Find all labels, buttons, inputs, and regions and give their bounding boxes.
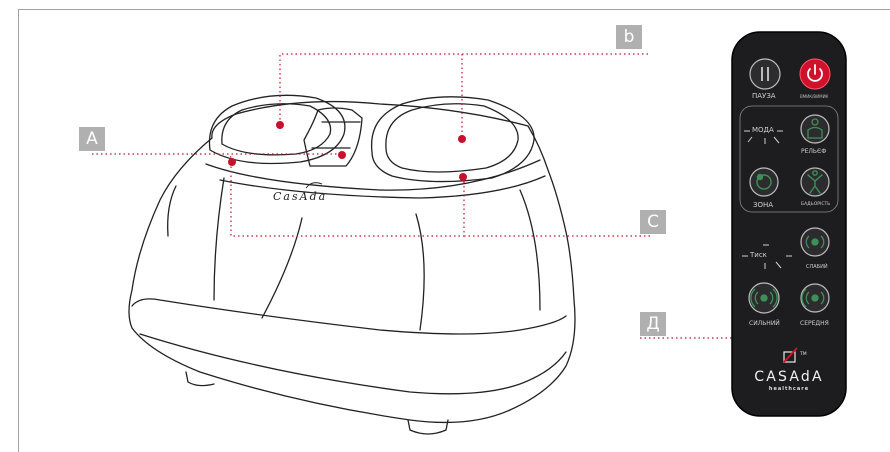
remote-brand-sub: healthcare bbox=[769, 386, 809, 392]
left-foot-well-outer bbox=[208, 94, 346, 165]
massager-top-surface-2 bbox=[219, 175, 546, 199]
pressure-label: Тиск bbox=[750, 251, 767, 259]
remote-tm: TM bbox=[799, 351, 807, 357]
callout-label-b: b bbox=[616, 25, 642, 49]
relief-icon bbox=[807, 118, 823, 139]
callout-line-b bbox=[279, 53, 648, 138]
callout-label-c: C bbox=[640, 210, 666, 234]
massager-front-panel bbox=[131, 298, 567, 335]
massager-groove-2 bbox=[261, 217, 303, 319]
pause-button[interactable] bbox=[749, 58, 781, 90]
moda-label: МОДА bbox=[752, 126, 774, 134]
zone-icon bbox=[756, 173, 772, 190]
callout-label-d: Д bbox=[640, 312, 666, 336]
foot-massager bbox=[128, 94, 576, 435]
massager-groove-4 bbox=[519, 189, 541, 311]
massager-groove-1 bbox=[213, 177, 225, 301]
massager-foot-right bbox=[407, 419, 449, 435]
callout-dots bbox=[228, 121, 770, 342]
massager-body bbox=[128, 125, 576, 424]
massager-bottom-edge bbox=[139, 333, 567, 395]
callout-dot-b-left bbox=[276, 121, 284, 129]
pause-label: ПАУЗА bbox=[752, 92, 776, 100]
callout-dot-a-left bbox=[228, 158, 236, 166]
massager-groove-5 bbox=[167, 185, 177, 237]
remote-body bbox=[731, 31, 847, 417]
massager-groove-3 bbox=[415, 213, 425, 331]
remote-brand: CASAdA bbox=[754, 369, 824, 385]
zone-button[interactable] bbox=[749, 167, 779, 197]
weak-icon bbox=[805, 235, 825, 249]
strong-icon bbox=[750, 288, 778, 308]
callout-label-a: A bbox=[79, 127, 105, 151]
massager-top-rim bbox=[211, 100, 529, 139]
zone-label: ЗОНА bbox=[753, 201, 774, 209]
vigor-label: БАДЬОРІСТЬ bbox=[801, 202, 831, 207]
power-icon bbox=[807, 64, 823, 82]
mode-panel bbox=[739, 105, 839, 213]
power-label: ВМИК/ВИМИК bbox=[800, 94, 829, 99]
vigor-icon bbox=[807, 170, 823, 194]
right-foot-well-outer bbox=[370, 96, 535, 183]
center-channel bbox=[303, 107, 363, 167]
callout-dot-a-center bbox=[338, 151, 346, 159]
callout-line-c bbox=[230, 162, 652, 237]
strong-label: СИЛЬНИЙ bbox=[749, 320, 780, 327]
massager-foot-left bbox=[185, 371, 215, 387]
moda-ticks bbox=[744, 130, 783, 144]
right-foot-well-inner bbox=[385, 103, 519, 173]
pressure-ticks bbox=[742, 244, 792, 269]
callout-dot-b-right bbox=[458, 135, 466, 143]
pause-icon bbox=[761, 67, 769, 81]
weak-label: СЛАБИЙ bbox=[806, 264, 828, 270]
callout-dot-c-right bbox=[459, 173, 467, 181]
diagram-frame bbox=[18, 9, 890, 452]
medium-icon bbox=[801, 288, 825, 308]
medium-label: СЕРЕДНЯ bbox=[800, 320, 829, 327]
remote-control: TM CASAdA healthcare bbox=[731, 31, 847, 417]
device-brand-swoosh bbox=[305, 182, 323, 189]
device-brand-logo: CasAda bbox=[273, 190, 327, 203]
relief-label: РЕЛЬЄФ bbox=[801, 148, 827, 155]
left-foot-well-inner bbox=[221, 103, 332, 156]
callout-lines bbox=[92, 53, 766, 339]
remote-brand-mark bbox=[783, 347, 798, 363]
